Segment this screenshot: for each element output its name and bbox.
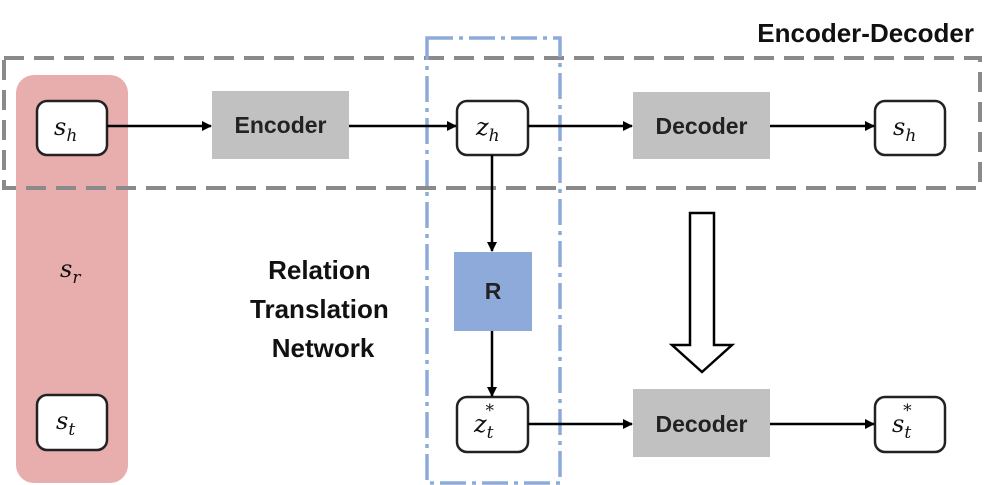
- z-t-star-var: zt*: [473, 401, 495, 443]
- entity-panel: [16, 75, 128, 483]
- s-t-star-var: st*: [892, 401, 912, 443]
- s-h-input-var: sh: [54, 113, 77, 146]
- s-h-output-var: sh: [893, 113, 916, 146]
- s-h-input-box: [35, 99, 109, 157]
- decoder-block-bottom: [633, 389, 770, 457]
- encoder-block: [212, 91, 349, 159]
- decoder-block-top: [633, 92, 770, 159]
- s-h-output-box: [873, 99, 947, 157]
- decoder-label-top: Decoder: [655, 113, 747, 139]
- hollow-down-arrow: [668, 211, 736, 374]
- decoder-label-bottom: Decoder: [655, 411, 747, 437]
- s-r-var: sr: [60, 255, 81, 288]
- s-t-box: [35, 393, 109, 452]
- z-h-var: zh: [475, 113, 500, 146]
- relation-network-label: Relation Translation Network: [250, 255, 396, 363]
- relation-network-label-line-3: Network: [272, 333, 375, 363]
- relation-block: [454, 252, 532, 331]
- relation-network-boundary: [425, 36, 562, 485]
- encoder-decoder-title: Encoder-Decoder: [757, 18, 974, 48]
- relation-network-label-line-1: Relation: [268, 255, 371, 285]
- s-t-star-box: [873, 395, 947, 454]
- relation-label: R: [485, 278, 502, 304]
- relation-network-label-line-2: Translation: [250, 294, 389, 324]
- s-t-var: st: [56, 407, 75, 440]
- encoder-label: Encoder: [234, 112, 326, 138]
